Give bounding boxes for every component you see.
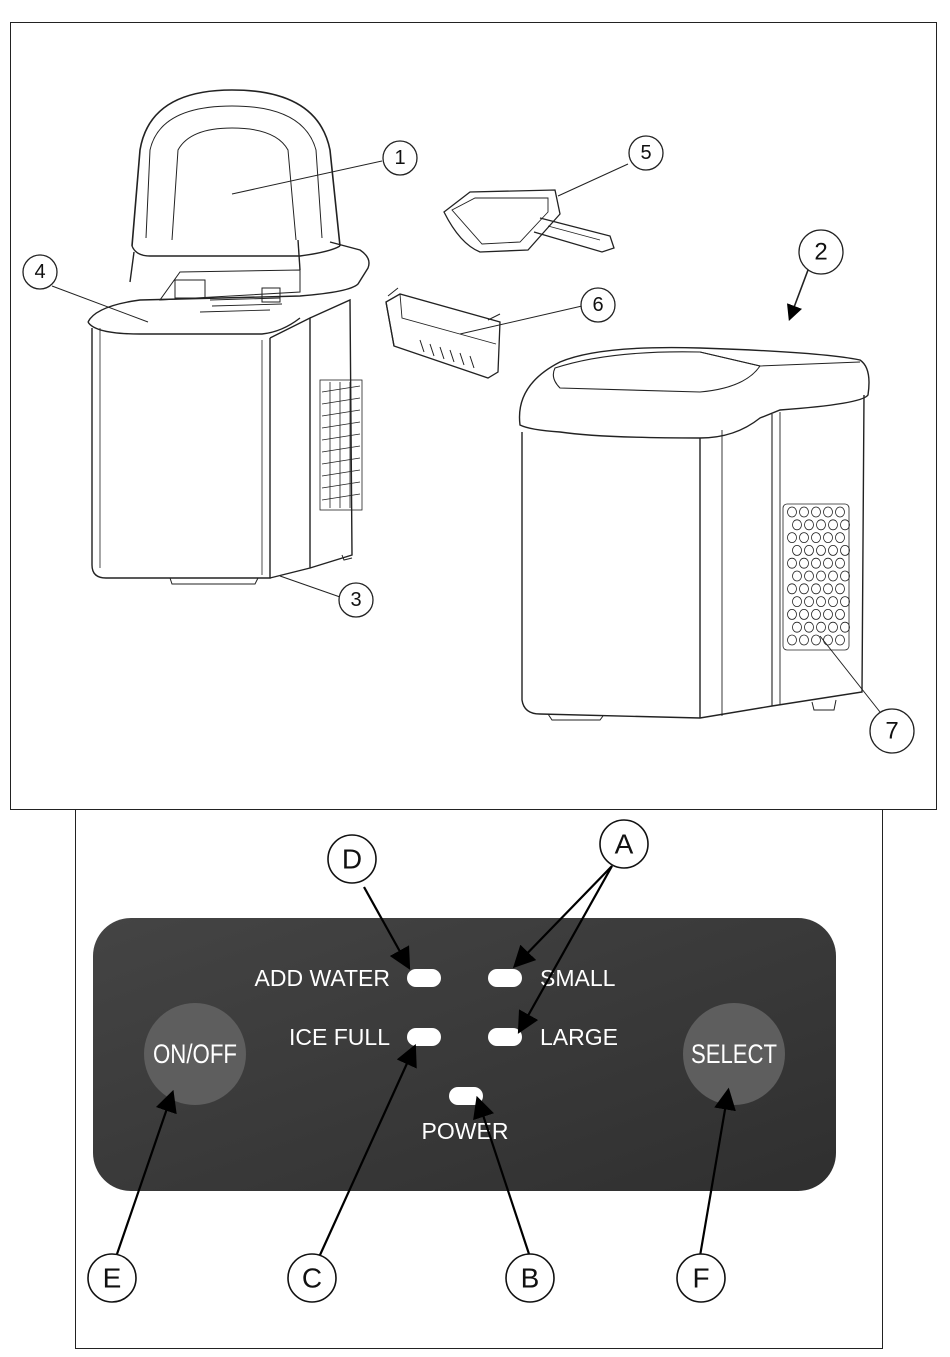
svg-text:6: 6 (592, 294, 603, 316)
vent-hole (841, 571, 850, 581)
ice-full-label: ICE FULL (289, 1024, 390, 1050)
svg-text:2: 2 (814, 239, 827, 266)
callout-d: D (328, 835, 376, 883)
vent-hole (805, 571, 814, 581)
vent-hole (788, 507, 797, 517)
add-water-led (407, 969, 441, 987)
svg-text:A: A (615, 829, 634, 860)
vent-hole (788, 558, 797, 568)
vent-hole (788, 635, 797, 645)
vent-hole (824, 584, 833, 594)
large-led (488, 1028, 522, 1046)
vent-hole (824, 635, 833, 645)
callout-c: C (288, 1254, 336, 1302)
on-off-button[interactable]: ON/OFF (144, 1003, 246, 1105)
vent-hole (800, 533, 809, 543)
svg-text:4: 4 (34, 261, 45, 283)
vent-hole (836, 635, 845, 645)
select-button[interactable]: SELECT (683, 1003, 785, 1105)
ice-basket (386, 288, 500, 378)
small-led (488, 969, 522, 987)
svg-text:1: 1 (394, 147, 405, 169)
vent-hole (817, 571, 826, 581)
vent-hole (817, 597, 826, 607)
svg-text:E: E (103, 1263, 122, 1294)
vent-hole (793, 622, 802, 632)
vent-hole (829, 545, 838, 555)
vent-hole (824, 558, 833, 568)
svg-text:ON/OFF: ON/OFF (153, 1039, 237, 1069)
callout-e: E (88, 1254, 136, 1302)
vent-hole (841, 622, 850, 632)
callout-3: 3 (339, 583, 373, 617)
vent-hole (788, 533, 797, 543)
svg-text:3: 3 (350, 589, 361, 611)
large-label: LARGE (540, 1024, 618, 1050)
vent-hole (805, 597, 814, 607)
callout-b: B (506, 1254, 554, 1302)
svg-text:5: 5 (640, 142, 651, 164)
vent-hole (793, 545, 802, 555)
vent-hole (805, 622, 814, 632)
vent-hole (836, 558, 845, 568)
svg-text:C: C (302, 1263, 322, 1294)
callout-a: A (600, 820, 648, 868)
callout-4: 4 (23, 255, 57, 289)
vent-hole (817, 520, 826, 530)
vent-hole (841, 545, 850, 555)
svg-text:B: B (521, 1263, 540, 1294)
vent-hole (812, 635, 821, 645)
vent-hole (824, 507, 833, 517)
vent-hole (788, 609, 797, 619)
vent-hole (800, 635, 809, 645)
callout-7: 7 (870, 709, 914, 753)
vent-hole (788, 584, 797, 594)
ice-maker-closed (520, 348, 870, 720)
small-label: SMALL (540, 965, 616, 991)
vent-hole (824, 609, 833, 619)
vent-hole (817, 622, 826, 632)
vent-hole (812, 507, 821, 517)
ice-scoop (444, 190, 614, 252)
vent-hole (793, 520, 802, 530)
vent-hole (836, 533, 845, 543)
vent-hole (817, 545, 826, 555)
vent-hole (800, 584, 809, 594)
vent-hole (800, 609, 809, 619)
svg-text:D: D (342, 844, 362, 875)
ice-full-led (407, 1028, 441, 1046)
svg-text:F: F (692, 1263, 709, 1294)
power-label: POWER (422, 1118, 509, 1144)
vent-hole (793, 571, 802, 581)
vent-hole (800, 558, 809, 568)
svg-text:SELECT: SELECT (691, 1039, 777, 1069)
callout-5: 5 (629, 136, 663, 170)
vent-hole (805, 545, 814, 555)
vent-hole (812, 558, 821, 568)
vent-hole (836, 584, 845, 594)
vent-hole (829, 520, 838, 530)
ice-maker-open (88, 90, 369, 584)
vent-hole (841, 597, 850, 607)
callout-6: 6 (581, 288, 615, 322)
vent-hole (805, 520, 814, 530)
vent-hole (836, 507, 845, 517)
vent-hole (829, 571, 838, 581)
vent-hole (812, 533, 821, 543)
vent-hole (824, 533, 833, 543)
svg-text:7: 7 (885, 718, 898, 745)
vent-hole (800, 507, 809, 517)
callout-f: F (677, 1254, 725, 1302)
vent-hole (829, 597, 838, 607)
vent-hole (836, 609, 845, 619)
vent-hole (812, 609, 821, 619)
vent-hole (829, 622, 838, 632)
vent-hole (841, 520, 850, 530)
vent-hole (812, 584, 821, 594)
callout-2: 2 (799, 230, 843, 274)
vent-hole (793, 597, 802, 607)
add-water-label: ADD WATER (255, 965, 390, 991)
callout-1: 1 (383, 141, 417, 175)
